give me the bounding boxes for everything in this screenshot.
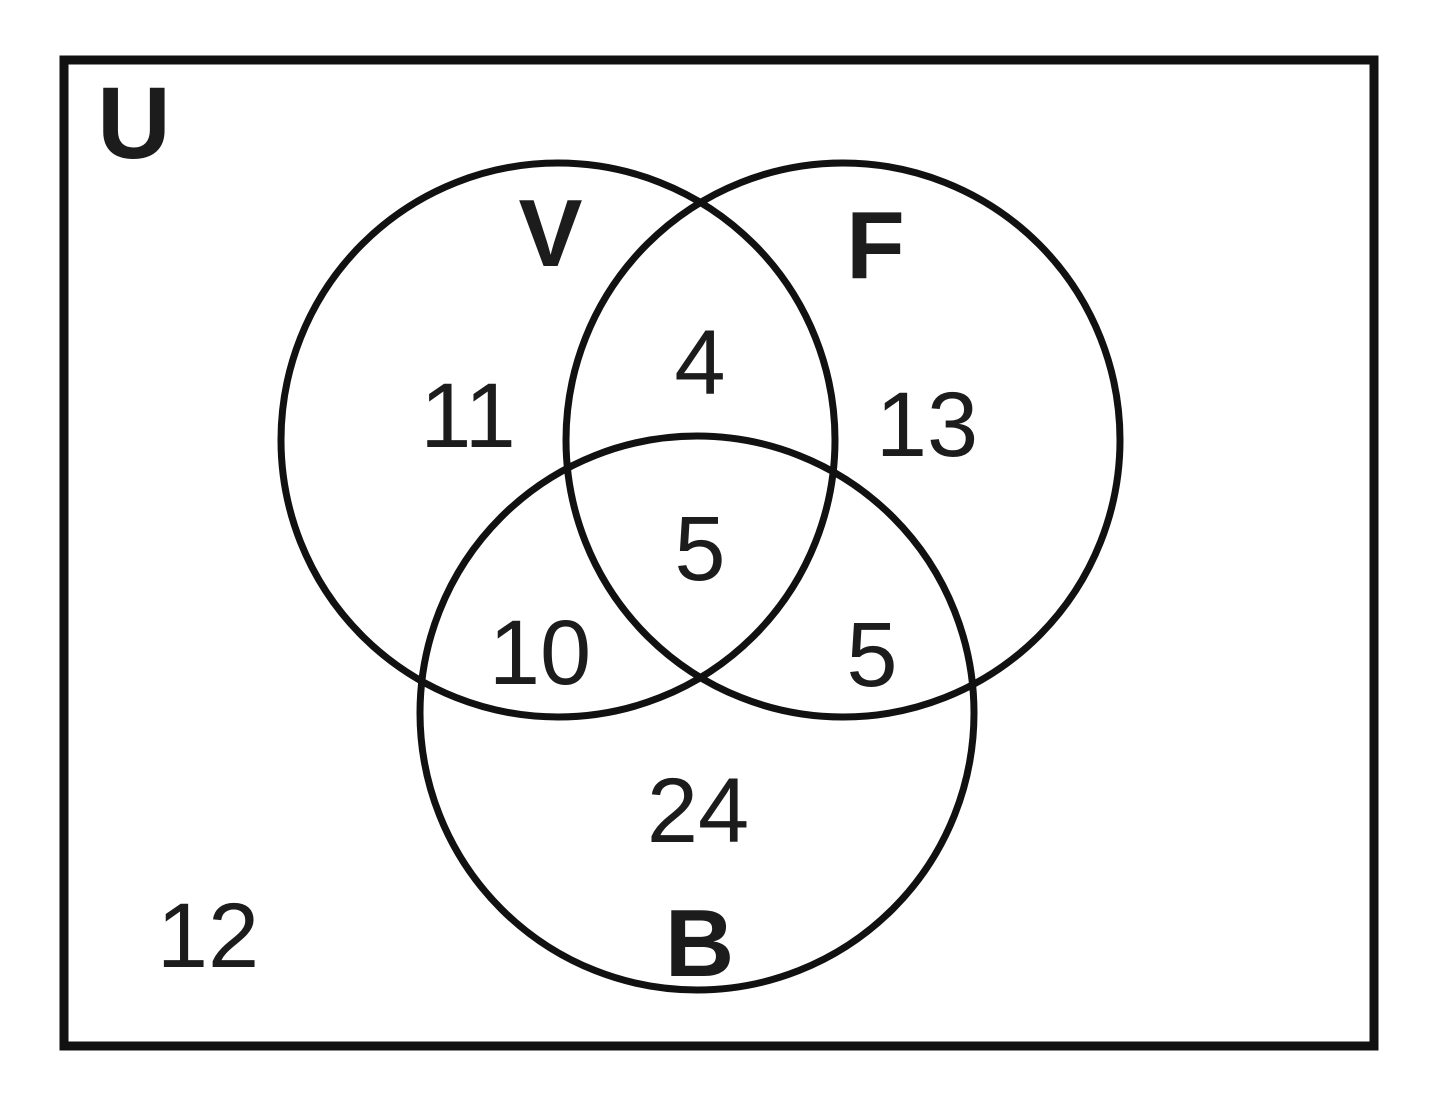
set-v-label: V [518, 180, 583, 287]
set-b-label: B [665, 890, 735, 997]
region-f-and-b-value: 5 [846, 604, 897, 706]
set-circle-v [277, 159, 839, 721]
universe-boundary-rect [59, 55, 1379, 1051]
region-v-only-value: 11 [420, 365, 516, 467]
set-circle-b [416, 432, 978, 994]
region-f-only-value: 13 [876, 374, 978, 476]
region-b-only-value: 24 [647, 760, 749, 862]
set-f-label: F [846, 192, 906, 299]
universe-label: U [97, 66, 171, 180]
region-v-and-b-value: 10 [489, 602, 591, 704]
region-outside-value: 12 [157, 885, 259, 987]
region-v-f-b-center-value: 5 [674, 498, 725, 600]
set-circle-f [562, 159, 1124, 721]
region-v-and-f-value: 4 [674, 312, 725, 414]
